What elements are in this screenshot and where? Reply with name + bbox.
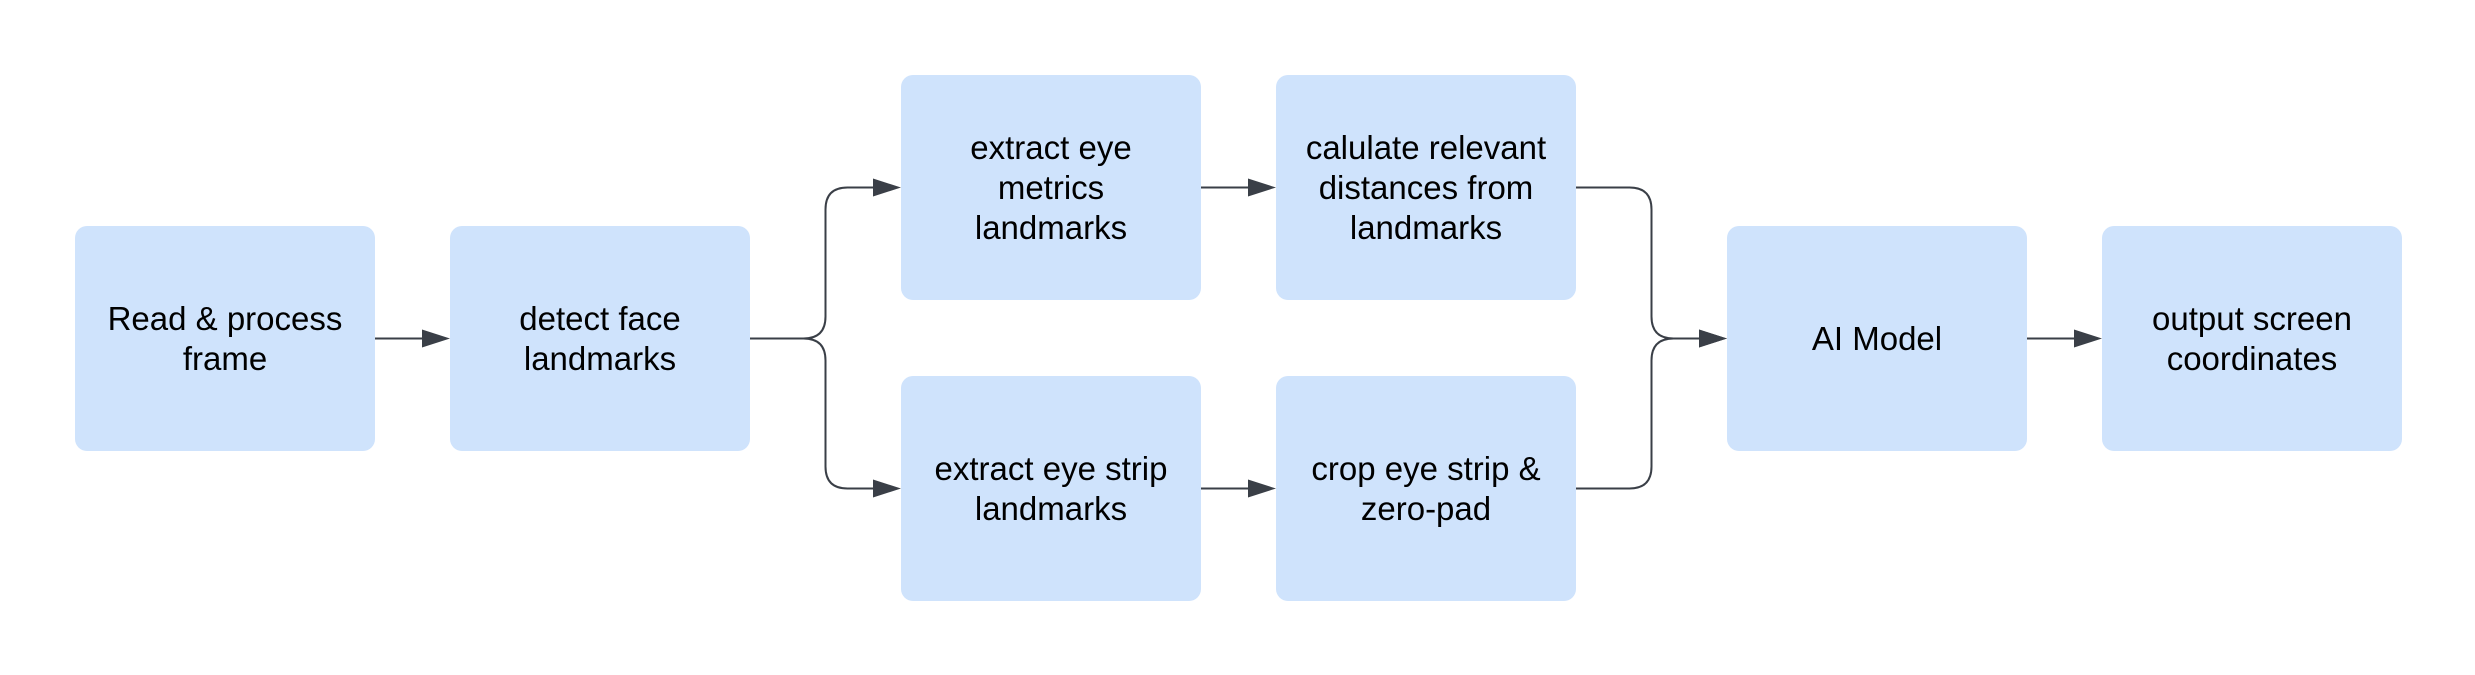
node-label-line: metrics [998, 169, 1104, 206]
edge-detect-to-metrics-line [750, 186, 875, 340]
node-box [75, 226, 375, 451]
node-label-line: landmarks [975, 490, 1127, 527]
edge-model-to-output [2027, 329, 2102, 348]
node-box [1276, 75, 1576, 300]
connectors [375, 178, 2102, 498]
edge-strip-to-crop [1201, 479, 1276, 498]
edge-calc-to-model-line [1576, 186, 1701, 340]
node-box [2102, 226, 2402, 451]
node-box [1276, 376, 1576, 601]
node-model: AI Model [1727, 226, 2027, 451]
edge-detect-to-metrics-arrowhead [873, 178, 901, 197]
node-label-line: extract eye [970, 129, 1131, 166]
node-label-line: AI Model [1812, 320, 1942, 357]
node-label-line: frame [183, 340, 267, 377]
node-crop: crop eye strip &zero-pad [1276, 376, 1576, 601]
node-box [450, 226, 750, 451]
node-label-line: crop eye strip & [1311, 450, 1540, 487]
node-box [1727, 226, 2027, 451]
node-label-line: extract eye strip [935, 450, 1168, 487]
node-box [901, 75, 1201, 300]
edge-calc-to-model [1576, 186, 1727, 348]
edge-model-to-output-arrowhead [2074, 329, 2102, 348]
edge-crop-to-model-arrowhead [1699, 329, 1727, 348]
edge-detect-to-metrics [750, 178, 901, 340]
node-label-line: zero-pad [1361, 490, 1491, 527]
edge-detect-to-strip-line [750, 337, 875, 490]
edge-detect-to-strip-arrowhead [873, 479, 901, 498]
node-label-line: coordinates [2167, 340, 2338, 377]
node-label-line: distances from [1319, 169, 1534, 206]
node-label-line: calulate relevant [1306, 129, 1546, 166]
node-label-line: output screen [2152, 300, 2352, 337]
node-label-line: Read & process [108, 300, 343, 337]
edge-metrics-to-calc-arrowhead [1248, 178, 1276, 197]
node-label-line: landmarks [975, 209, 1127, 246]
edge-metrics-to-calc [1201, 178, 1276, 197]
edge-strip-to-crop-arrowhead [1248, 479, 1276, 498]
edge-detect-to-strip [750, 337, 901, 498]
edge-crop-to-model-line [1576, 337, 1701, 490]
edge-read-to-detect [375, 329, 450, 348]
edge-crop-to-model [1576, 329, 1727, 490]
edge-read-to-detect-arrowhead [422, 329, 450, 348]
node-label-line: landmarks [524, 340, 676, 377]
node-label-line: detect face [519, 300, 680, 337]
node-label-line: landmarks [1350, 209, 1502, 246]
node-box [901, 376, 1201, 601]
